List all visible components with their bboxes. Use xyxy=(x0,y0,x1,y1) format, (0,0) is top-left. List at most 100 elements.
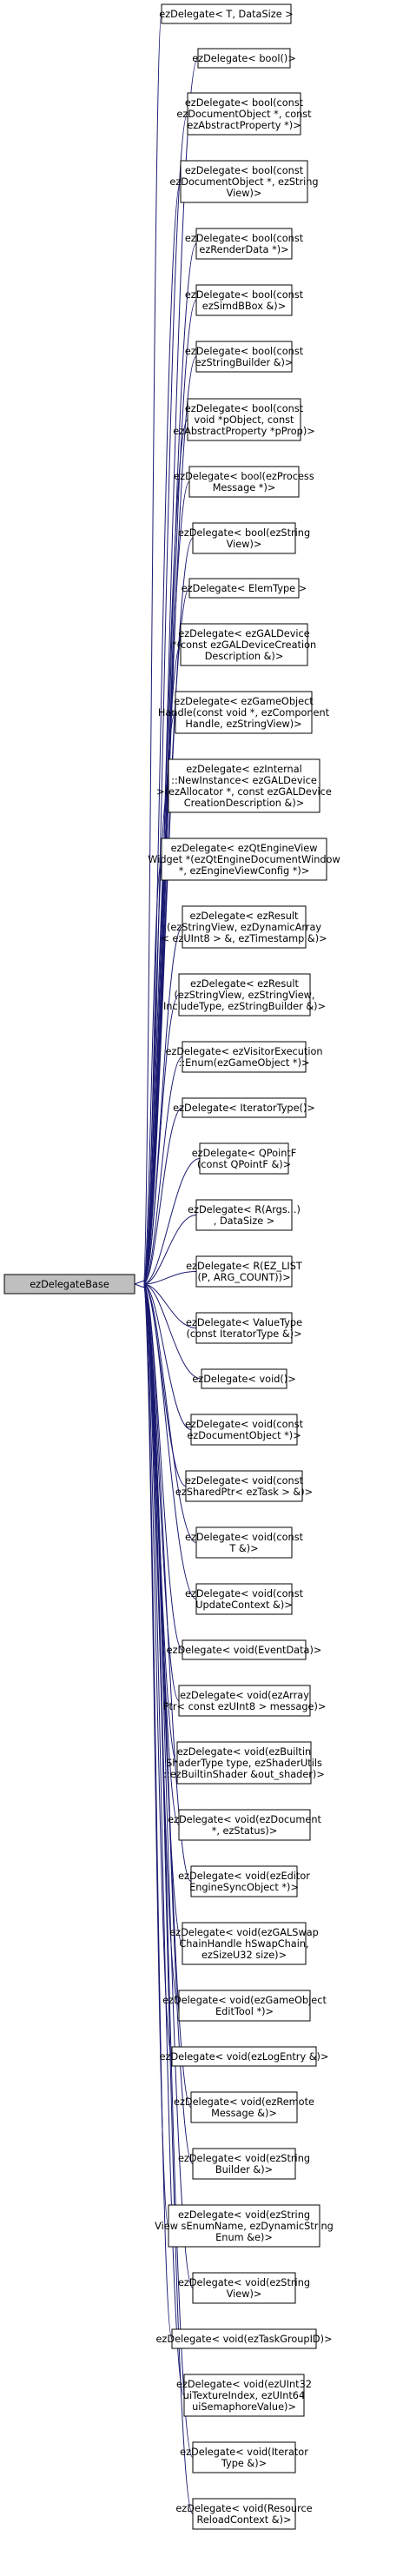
derived-class-label: Widget *(ezQtEngineDocumentWindow xyxy=(148,854,340,865)
derived-class-label: View)> xyxy=(227,2288,262,2300)
derived-class-box xyxy=(178,1809,311,1841)
derived-class-label: ShaderType type, ezShaderUtils xyxy=(166,1758,322,1769)
derived-class-node[interactable]: ezDelegate< void(ezStringView sEnumName,… xyxy=(155,2204,334,2248)
derived-class-box xyxy=(168,758,320,813)
derived-class-node[interactable]: ezDelegate< ezResult(ezStringView, ezDyn… xyxy=(161,905,327,949)
derived-class-node[interactable]: ezDelegate< void(IteratorType &)> xyxy=(180,2441,308,2473)
derived-class-label: *, ezStatus)> xyxy=(212,1825,278,1837)
derived-class-node[interactable]: ezDelegate< void()> xyxy=(192,1368,296,1389)
derived-class-label: IncludeType, ezStringBuilder &)> xyxy=(163,1001,326,1012)
derived-class-label: Type &)> xyxy=(221,2458,267,2469)
derived-class-label: ezDelegate< ValueType xyxy=(186,1317,302,1328)
derived-class-label: ezDelegate< ezResult xyxy=(190,911,300,922)
derived-class-box xyxy=(192,2148,296,2180)
derived-class-label: (const QPointF &)> xyxy=(197,1159,291,1170)
inheritance-edge xyxy=(142,13,162,1285)
derived-class-label: ezDelegate< ezInternal xyxy=(186,764,302,775)
derived-class-node[interactable]: ezDelegate< ElemType > xyxy=(182,578,307,599)
base-class-node[interactable]: ezDelegateBase xyxy=(3,1274,135,1295)
derived-class-box xyxy=(190,2091,298,2123)
derived-class-label: ezDelegate< ezVisitorExecution xyxy=(165,1046,322,1057)
derived-class-box xyxy=(182,1922,307,1965)
derived-class-node[interactable]: ezDelegate< void(ezLogEntry &)> xyxy=(160,2046,329,2067)
derived-class-label: ezDelegate< void(const xyxy=(185,1532,304,1543)
derived-class-node[interactable]: ezDelegate< ezInternal::NewInstance< ezG… xyxy=(156,758,332,813)
derived-class-label: Message *)> xyxy=(213,482,276,493)
derived-class-label: ::NewInstance< ezGALDevice xyxy=(171,775,317,786)
inheritance-edge xyxy=(142,1158,201,1285)
derived-class-node[interactable]: ezDelegate< IteratorType()> xyxy=(173,1097,315,1118)
inheritance-edge xyxy=(142,1283,173,2057)
derived-class-box xyxy=(201,1368,287,1389)
derived-class-node[interactable]: ezDelegate< QPointF(const QPointF &)> xyxy=(192,1142,297,1175)
derived-class-label: >(ezAllocator *, const ezGALDevice xyxy=(156,786,332,798)
derived-class-node[interactable]: ezDelegate< bool(ezStringView)> xyxy=(178,522,310,554)
derived-class-nodes: ezDelegate< T, DataSize > ezDelegate< boo… xyxy=(148,3,340,2530)
derived-class-box xyxy=(178,1685,311,1717)
derived-class-node[interactable]: ezDelegate< ezGALDevice*(const ezGALDevi… xyxy=(172,623,316,666)
derived-class-node[interactable]: ezDelegate< void(ezEditorEngineSyncObjec… xyxy=(178,1865,310,1897)
derived-class-label: ::ezBuiltinShader &out_shader)> xyxy=(163,1769,325,1780)
derived-class-node[interactable]: ezDelegate< void(ezStringView)> xyxy=(178,2272,310,2304)
derived-class-node[interactable]: ezDelegate< ezVisitorExecution::Enum(ezG… xyxy=(165,1041,323,1073)
derived-class-node[interactable]: ezDelegate< ValueType(const IteratorType… xyxy=(186,1312,302,1344)
derived-class-node[interactable]: ezDelegate< void(EventData)> xyxy=(167,1639,322,1660)
derived-class-label: ezDocumentObject *, const xyxy=(176,109,312,120)
derived-class-label: ezDelegate< ezGameObject xyxy=(174,696,314,707)
inheritance-edge xyxy=(142,712,176,1285)
derived-class-label: UpdateContext &)> xyxy=(195,1599,292,1611)
derived-class-label: *, ezEngineViewConfig *)> xyxy=(179,865,310,877)
derived-class-label: < ezUInt8 > &, ezTimestamp &)> xyxy=(161,933,327,944)
derived-class-box xyxy=(197,48,291,69)
inheritance-edge xyxy=(142,1283,192,1430)
derived-class-node[interactable]: ezDelegate< void(ezTaskGroupID)> xyxy=(155,2328,333,2349)
derived-class-label: ezDelegate< bool(ezString xyxy=(178,527,310,539)
derived-class-label: View)> xyxy=(227,539,262,550)
derived-class-box xyxy=(190,1414,298,1446)
derived-class-label: ezDelegate< void(Resource xyxy=(175,2503,312,2514)
derived-class-label: ezDelegate< bool(ezProcess xyxy=(174,471,314,482)
derived-class-label: ezDelegate< bool(const xyxy=(185,233,304,244)
derived-class-node[interactable]: ezDelegate< void(ezStringBuilder &)> xyxy=(178,2148,310,2180)
derived-class-label: ezDelegate< void(const xyxy=(185,1419,304,1430)
derived-class-label: ezStringBuilder &)> xyxy=(195,357,294,368)
derived-class-node[interactable]: ezDelegate< void(ezUInt32uiTextureIndex,… xyxy=(176,2374,312,2417)
derived-class-node[interactable]: ezDelegate< void(ezDocument*, ezStatus)> xyxy=(168,1809,321,1841)
derived-class-box xyxy=(180,160,308,203)
derived-class-label: ezDelegate< ezGALDevice xyxy=(178,628,309,639)
derived-class-box xyxy=(182,905,307,949)
derived-class-node[interactable]: ezDelegate< ezResult(ezStringView, ezStr… xyxy=(163,973,326,1016)
derived-class-box xyxy=(192,522,296,554)
derived-class-node[interactable]: ezDelegate< bool()> xyxy=(192,48,296,69)
derived-class-box xyxy=(199,1142,289,1175)
derived-class-label: ezDelegate< ezResult xyxy=(190,978,300,990)
derived-class-node[interactable]: ezDelegate< R(EZ_LIST(P, ARG_COUNT))> xyxy=(186,1255,302,1288)
derived-class-node[interactable]: ezDelegate< T, DataSize > xyxy=(159,3,294,24)
derived-class-node[interactable]: ezDelegate< R(Args...), DataSize > xyxy=(188,1199,301,1231)
derived-class-label: uiSemaphoreValue)> xyxy=(192,2401,296,2413)
derived-class-label: ezDocumentObject *, ezString xyxy=(169,176,318,188)
derived-class-label: Handle(const void *, ezComponent xyxy=(158,707,330,718)
derived-class-label: (ezStringView, ezDynamicArray xyxy=(167,922,321,933)
base-class-label: ezDelegateBase xyxy=(30,1279,109,1290)
derived-class-label: (ezStringView, ezStringView, xyxy=(175,990,315,1001)
